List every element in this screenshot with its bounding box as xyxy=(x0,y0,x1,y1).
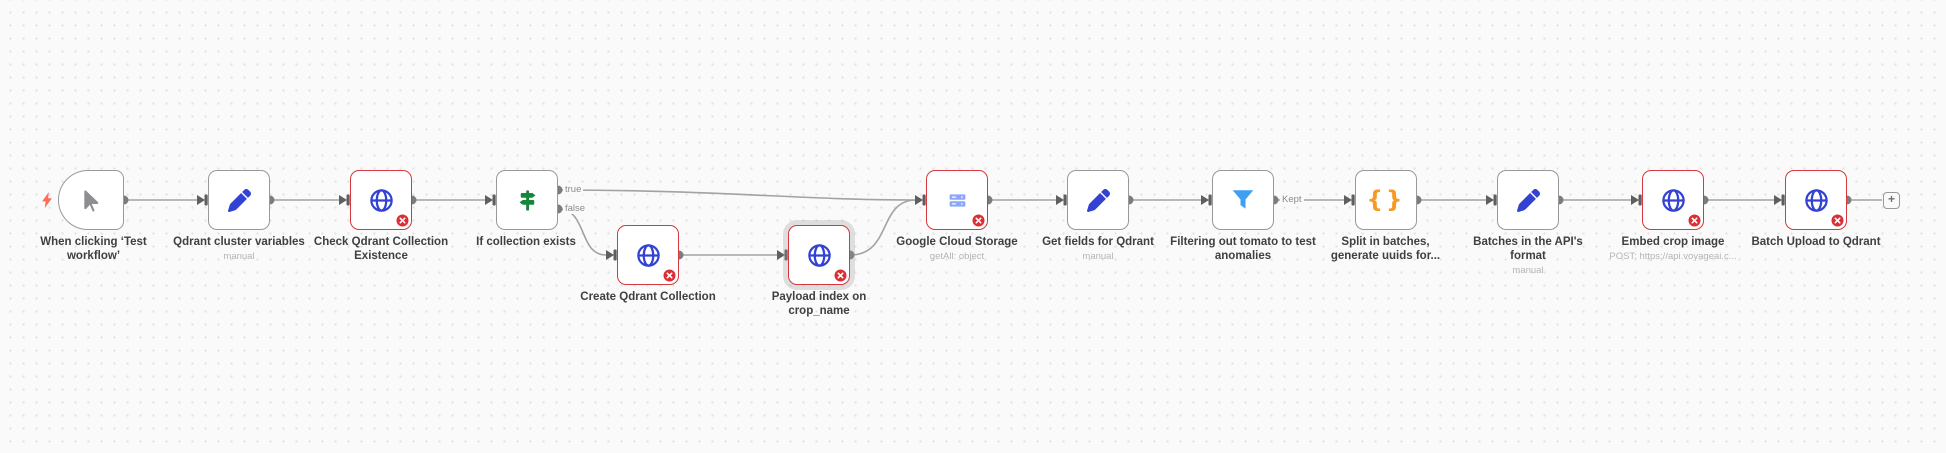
node-label: Payload index on crop_name xyxy=(771,291,867,317)
edge-lines xyxy=(124,189,1882,256)
node-label: Embed crop image POST: https://api.voyag… xyxy=(1588,236,1758,263)
node-label: Check Qdrant Collection Existence xyxy=(313,236,449,262)
pencil-icon xyxy=(1516,188,1540,212)
node-if-collection-exists[interactable] xyxy=(496,170,558,230)
node-subtitle: manual xyxy=(1512,264,1544,276)
pencil-icon xyxy=(227,188,251,212)
node-label: Create Qdrant Collection xyxy=(580,291,716,303)
node-batch-upload-to-qdrant[interactable] xyxy=(1785,170,1847,230)
node-payload-index-on-crop-name[interactable] xyxy=(788,225,850,285)
output-label-false: false xyxy=(563,203,588,214)
add-node-button[interactable]: + xyxy=(1883,192,1900,209)
node-subtitle: manual xyxy=(223,250,255,262)
node-qdrant-cluster-variables[interactable] xyxy=(208,170,270,230)
node-embed-crop-image[interactable] xyxy=(1642,170,1704,230)
error-badge-icon xyxy=(972,214,985,227)
node-label: Qdrant cluster variables manual xyxy=(154,236,324,263)
node-batches-in-apis-format[interactable] xyxy=(1497,170,1559,230)
node-label: Google Cloud Storage getAll: object xyxy=(872,236,1042,263)
error-badge-icon xyxy=(1688,214,1701,227)
globe-icon xyxy=(806,242,833,269)
input-arrowheads xyxy=(197,194,1785,261)
trigger-bolt-icon xyxy=(42,192,53,208)
cursor-icon xyxy=(83,189,99,212)
error-badge-icon xyxy=(663,269,676,282)
braces-icon: {} xyxy=(1366,187,1406,213)
node-label: Batch Upload to Qdrant xyxy=(1751,236,1881,248)
node-label: If collection exists xyxy=(476,236,576,248)
output-label-true: true xyxy=(563,184,584,195)
signpost-icon xyxy=(514,187,541,214)
node-label: Split in batches, generate uuids for... xyxy=(1330,236,1441,262)
node-google-cloud-storage[interactable] xyxy=(926,170,988,230)
node-subtitle: manual xyxy=(1082,250,1114,262)
output-label-kept: Kept xyxy=(1280,194,1304,205)
globe-icon xyxy=(635,242,662,269)
error-badge-icon xyxy=(396,214,409,227)
pencil-icon xyxy=(1086,188,1110,212)
error-badge-icon xyxy=(1831,214,1844,227)
node-label: When clicking ‘Test workflow’ xyxy=(40,236,147,262)
node-split-in-batches[interactable]: {} xyxy=(1355,170,1417,230)
node-label: Filtering out tomato to test anomalies xyxy=(1170,236,1316,262)
globe-icon xyxy=(1660,187,1687,214)
node-check-qdrant-collection-existence[interactable] xyxy=(350,170,412,230)
node-get-fields-for-qdrant[interactable] xyxy=(1067,170,1129,230)
node-when-clicking-test-workflow[interactable] xyxy=(58,170,124,230)
node-create-qdrant-collection[interactable] xyxy=(617,225,679,285)
globe-icon xyxy=(1803,187,1830,214)
funnel-icon xyxy=(1230,187,1256,213)
cloud-storage-icon xyxy=(947,190,968,211)
error-badge-icon xyxy=(834,269,847,282)
globe-icon xyxy=(368,187,395,214)
node-filtering-out-tomato[interactable] xyxy=(1212,170,1274,230)
node-label: Batches in the API's format manual xyxy=(1458,236,1598,277)
node-subtitle: POST: https://api.voyageai.c... xyxy=(1609,250,1737,262)
node-subtitle: getAll: object xyxy=(929,250,985,262)
node-label: Get fields for Qdrant manual xyxy=(1013,236,1183,263)
